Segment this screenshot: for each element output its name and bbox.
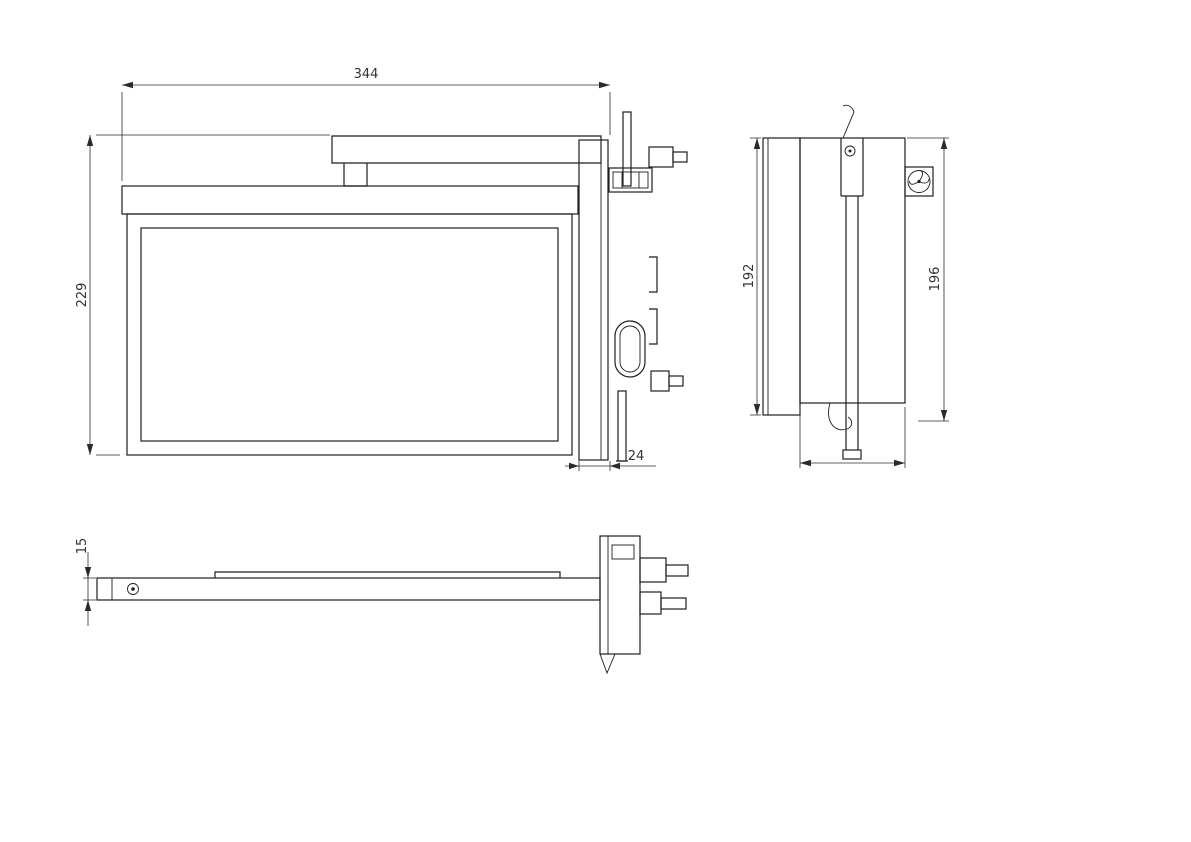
extension-lines xyxy=(96,134,330,456)
arrowhead-right xyxy=(610,462,620,470)
arrowhead-bottom xyxy=(940,410,948,421)
endcap-screw xyxy=(127,583,139,595)
bottom-lower-connector-pin xyxy=(660,597,687,610)
pivot-bracket xyxy=(840,138,864,197)
dimension-label-front-height: 229 xyxy=(75,283,90,308)
arrowhead-bottom xyxy=(753,404,761,415)
arrowhead-left xyxy=(800,459,811,467)
side-housing xyxy=(799,137,906,404)
mount-plate xyxy=(578,139,609,461)
dimension-label-front-width: 344 xyxy=(354,67,379,82)
dimension-side-height-inner: 196 xyxy=(907,137,949,422)
arrowhead-top xyxy=(753,138,761,149)
extension-lines xyxy=(799,407,906,468)
upper-connector xyxy=(648,146,674,168)
bottom-lower-connector xyxy=(639,591,662,615)
lower-connector-pin xyxy=(668,375,684,387)
arrowhead-bottom xyxy=(86,444,94,455)
bottom-upper-connector xyxy=(639,557,667,583)
side-tabs xyxy=(649,256,658,345)
extension-lines xyxy=(121,92,611,181)
arrowhead-left xyxy=(569,462,579,470)
arrowhead-top xyxy=(940,138,948,149)
dimension-label-side-height-inner: 196 xyxy=(928,267,943,292)
extension-lines xyxy=(750,137,761,416)
bottom-cable xyxy=(828,402,853,431)
endcap-screw-center xyxy=(131,587,135,591)
pivot-screw xyxy=(844,145,856,157)
fan-hub xyxy=(917,179,921,184)
dimension-side-height-outer: 192 xyxy=(742,137,761,416)
extension-lines xyxy=(83,577,96,601)
pivot-screw-center xyxy=(848,149,852,153)
lens-edge-strip xyxy=(214,571,561,578)
side-view-geometry xyxy=(762,104,934,460)
dimension-label-panel-thickness: 15 xyxy=(75,538,90,555)
arm-pivot-block xyxy=(343,163,368,187)
bottom-view: 15 xyxy=(75,535,689,675)
top-arm xyxy=(331,135,602,164)
side-view: 192 196 xyxy=(742,104,949,468)
dimension-front-width: 344 xyxy=(121,67,611,181)
swing-arm-foot xyxy=(842,449,862,460)
top-cable xyxy=(842,104,855,139)
fan-icon xyxy=(907,170,931,193)
terminal-box-dividers xyxy=(621,172,640,188)
arrowhead-left xyxy=(122,81,133,89)
panel-header-strip xyxy=(121,185,579,215)
panel-lens xyxy=(140,227,559,442)
arrowhead-top xyxy=(86,135,94,146)
dimension-side-depth xyxy=(799,407,906,468)
cable-slot-outer xyxy=(614,320,646,378)
bottom-plate-top-detail xyxy=(611,544,635,560)
side-panel-slab xyxy=(762,137,801,416)
bottom-bar xyxy=(96,577,601,601)
bottom-view-geometry xyxy=(96,535,689,675)
dimension-front-height: 229 xyxy=(75,134,330,456)
dimension-label-mount-depth: 24 xyxy=(628,449,645,464)
upper-rod xyxy=(622,111,632,187)
arrowhead-right xyxy=(894,459,905,467)
upper-connector-pin xyxy=(672,151,688,163)
bottom-upper-connector-pin xyxy=(665,564,689,577)
arrowhead-bottom xyxy=(84,600,92,611)
bottom-clip-flap xyxy=(599,653,616,675)
cable-slot-inner xyxy=(619,325,641,373)
lower-rod xyxy=(617,390,627,462)
lower-connector xyxy=(650,370,670,392)
arrowhead-top xyxy=(84,567,92,578)
dimension-label-side-height-outer: 192 xyxy=(742,264,757,289)
swing-arm xyxy=(845,196,859,450)
terminal-box xyxy=(608,167,653,193)
front-view: 344 229 24 xyxy=(75,67,688,471)
panel-body xyxy=(126,213,573,456)
front-view-geometry xyxy=(121,111,688,462)
arrowhead-right xyxy=(599,81,610,89)
dimension-panel-thickness: 15 xyxy=(75,538,96,626)
dimension-mount-depth: 24 xyxy=(565,449,656,471)
terminal-box-inner xyxy=(612,171,649,189)
fan-box xyxy=(904,166,934,197)
